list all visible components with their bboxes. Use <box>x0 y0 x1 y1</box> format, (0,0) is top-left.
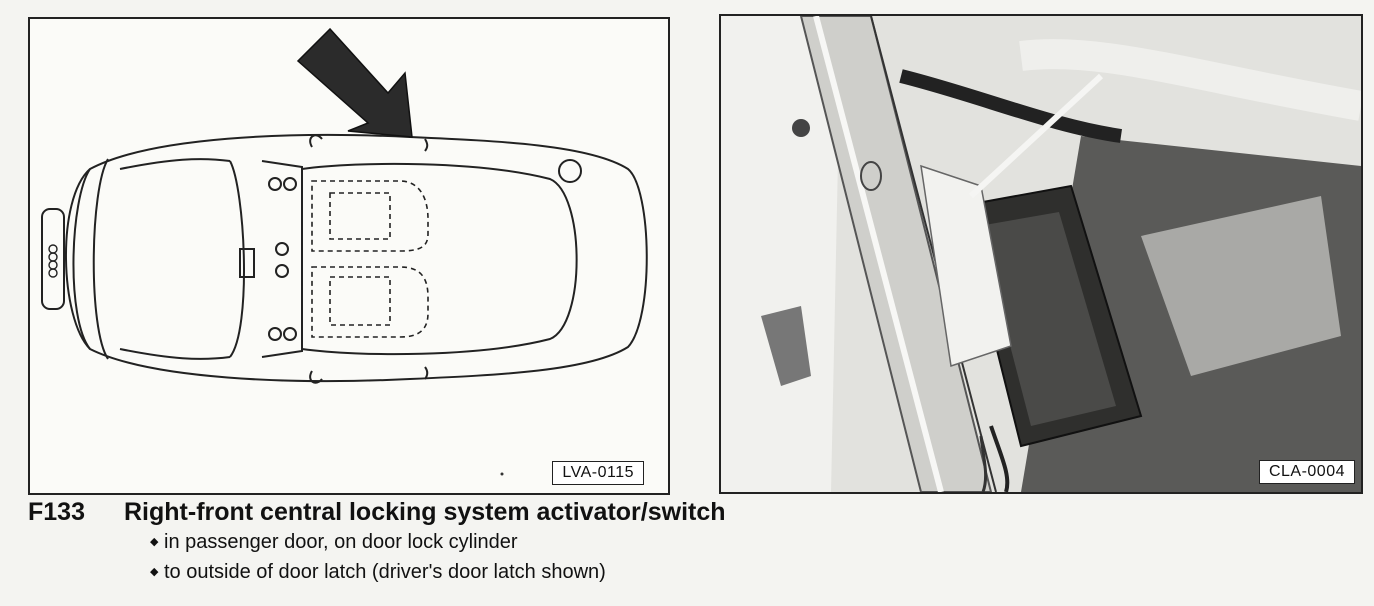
figure-car-top-view: LVA-0115 <box>28 17 670 495</box>
bullet-diamond-icon: ◆ <box>150 566 159 578</box>
figure-door-latch-photo: CLA-0004 <box>719 14 1363 494</box>
component-code: F133 <box>28 498 85 526</box>
component-title: Right-front central locking system activ… <box>124 498 726 526</box>
figure-caption: F133 Right-front central locking system … <box>28 497 726 589</box>
caption-bullet-list: ◆ in passenger door, on door lock cylind… <box>150 529 726 589</box>
figure-code-label: LVA-0115 <box>552 461 644 485</box>
bullet-diamond-icon: ◆ <box>150 536 159 548</box>
caption-bullet: ◆ to outside of door latch (driver's doo… <box>150 559 726 589</box>
car-top-view-illustration <box>41 27 648 476</box>
caption-bullet: ◆ in passenger door, on door lock cylind… <box>150 529 726 559</box>
figure-code-label: CLA-0004 <box>1258 460 1355 484</box>
caption-bullet-text: to outside of door latch (driver's door … <box>164 561 606 583</box>
caption-bullet-text: in passenger door, on door lock cylinder <box>164 531 518 553</box>
door-latch-photo-illustration <box>721 16 1361 492</box>
caption-title-row: F133 Right-front central locking system … <box>28 497 726 527</box>
